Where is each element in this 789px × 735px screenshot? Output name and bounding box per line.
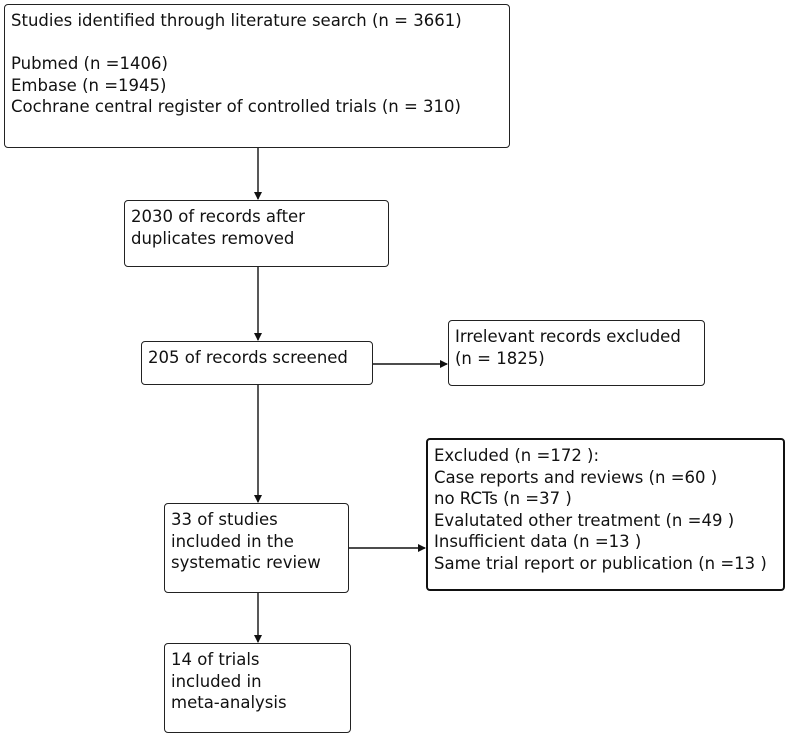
systematic-review-box: 33 of studies included in the systematic… <box>164 503 349 593</box>
irrelevant-line-2: (n = 1825) <box>455 348 545 368</box>
review-line-2: included in the <box>171 531 294 551</box>
meta-line-3: meta-analysis <box>171 693 287 712</box>
deduplicated-line-2: duplicates removed <box>131 228 295 248</box>
screened-records-box: 205 of records screened <box>141 341 373 385</box>
identification-box: Studies identified through literature se… <box>4 4 510 148</box>
meta-line-2: included in <box>171 671 262 691</box>
deduplicated-line-1: 2030 of records after <box>131 207 305 226</box>
excluded-case-reports: Case reports and reviews (n =60 ) <box>434 467 718 487</box>
excluded-insufficient-data: Insufficient data (n =13 ) <box>434 532 642 551</box>
screened-line-1: 205 of records screened <box>148 348 348 367</box>
review-line-3: systematic review <box>171 553 321 572</box>
excluded-studies-box: Excluded (n =172 ): Case reports and rev… <box>426 438 785 591</box>
excluded-no-rcts: no RCTs (n =37 ) <box>434 489 572 508</box>
meta-analysis-box: 14 of trials included in meta-analysis <box>164 643 351 733</box>
meta-line-1: 14 of trials <box>171 650 260 669</box>
deduplicated-records-box: 2030 of records after duplicates removed <box>124 200 389 267</box>
excluded-same-trial: Same trial report or publication (n =13 … <box>434 553 767 573</box>
identification-total: Studies identified through literature se… <box>11 11 462 30</box>
excluded-total: Excluded (n =172 ): <box>434 446 600 465</box>
identification-spacer <box>11 32 503 54</box>
identification-embase: Embase (n =1945) <box>11 75 167 95</box>
identification-pubmed: Pubmed (n =1406) <box>11 54 168 73</box>
excluded-other-treatment: Evalutated other treatment (n =49 ) <box>434 510 735 530</box>
irrelevant-excluded-box: Irrelevant records excluded (n = 1825) <box>448 320 705 386</box>
review-line-1: 33 of studies <box>171 510 278 529</box>
irrelevant-line-1: Irrelevant records excluded <box>455 327 681 346</box>
identification-cochrane: Cochrane central register of controlled … <box>11 97 461 116</box>
